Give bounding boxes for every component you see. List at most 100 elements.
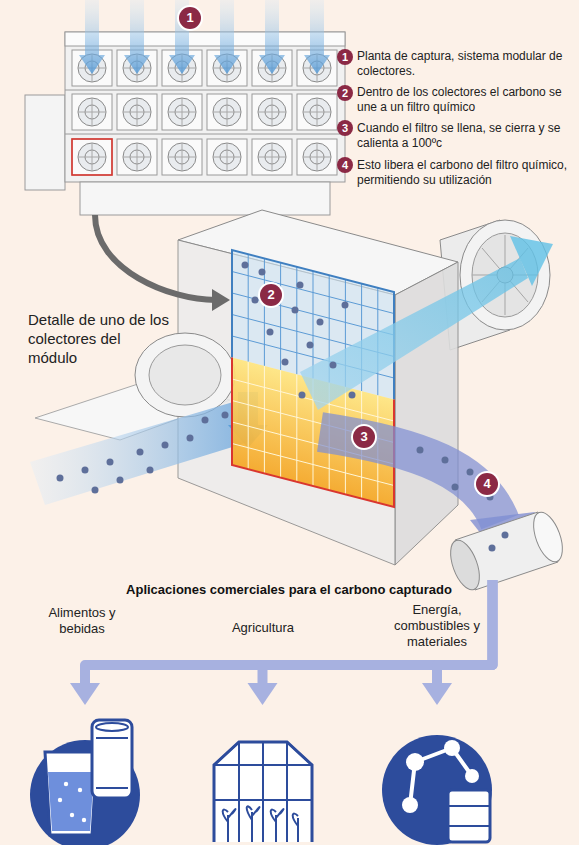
greenhouse-frame [214,742,312,842]
carbon-dot [57,475,64,482]
inlet-fan [149,345,221,405]
legend-number: 1 [337,49,353,65]
carbon-dot [187,435,194,442]
carbon-dot [317,319,324,326]
legend-text: Cuando el filtro se llena, se cierra y s… [357,121,572,151]
air-stream-out [300,258,528,410]
carbon-dot [502,532,509,539]
pipe-opening [528,508,568,565]
carbon-dot [417,447,424,454]
application-label: Alimentos y bebidas [37,605,127,637]
barrel [448,790,490,842]
collector-detail: Detalle de uno de los colectores del mód… [230,235,395,520]
inlet-fan-drum [135,333,235,417]
bubble [64,782,68,786]
air-inflow [79,0,330,74]
legend-number: 3 [337,120,353,136]
arrow-head [70,683,100,705]
greenhouse-icon [214,742,312,842]
carbon-dot [82,467,89,474]
collector-cell [252,94,292,130]
collector-cell [117,94,157,130]
air-arrow [304,0,330,74]
legend-number: 2 [337,85,353,101]
bubble [70,813,74,817]
legend-text: Planta de captura, sistema modular de co… [357,49,572,79]
molecule-atom [406,753,424,771]
carbon-dot [330,362,337,369]
section-heading: Aplicaciones comerciales para el carbono… [64,582,514,598]
carbon-dot [162,442,169,449]
carbon-dot [92,487,99,494]
molecule-atom [444,740,460,756]
bubble [82,818,86,822]
can-rim [96,738,128,788]
collector-cell [207,94,247,130]
glass [45,752,97,835]
molecule-atom [402,797,418,813]
application-icon: Alimentos y bebidas [30,705,140,845]
carbon-dot [252,297,259,304]
application-label: Agricultura [208,620,318,636]
plant-base [80,182,330,215]
detail-caption: Detalle de uno de los colectores del mód… [28,310,173,367]
collector-cell [297,94,337,130]
connector [70,580,493,705]
application-icon: Energía, combustibles y materiales [382,705,492,845]
carbon-particles [57,262,509,552]
collector-cell [162,94,202,130]
greenhouse [214,742,312,842]
collector-cell [252,139,292,175]
collector-cell [162,139,202,175]
carbon-dot [267,329,274,336]
capture-plant-module: 1 [20,30,345,215]
icon-disc [382,735,492,845]
bubble [78,788,82,792]
carbon-dot [137,449,144,456]
callout-number: 4 [476,473,498,495]
carbon-dot [489,545,496,552]
top-rail [65,32,345,46]
energy-materials-icon [382,735,492,845]
carbon-dot [299,392,306,399]
callout-number: 3 [353,426,375,448]
bubbles [58,782,86,822]
application-label: Energía, combustibles y materiales [382,602,492,650]
callout-number: 1 [179,7,201,29]
collector-cell [72,94,112,130]
arrow-head [212,289,230,311]
air-arrow [79,0,105,74]
connector [95,215,230,311]
carbon-dot [292,307,299,314]
side-annex [25,95,65,190]
collector-cell [117,139,157,175]
collector-illustration [30,210,568,594]
carbon-stream [320,432,500,522]
can [92,720,132,798]
collector-cell [207,139,247,175]
carbon-dot [342,302,349,309]
plant-frame [65,32,345,182]
application-icon: Agricultura [205,705,320,845]
connector [248,580,493,705]
carbon-dot [307,342,314,349]
outlet-pipe: 4 [445,510,540,580]
carbon-dot [107,459,114,466]
air-arrow [124,0,150,74]
molecule-atom [465,769,479,783]
air-stream-in [30,400,255,505]
connector-line [95,215,216,300]
carbon-dot [467,469,474,476]
carbon-dot [202,417,209,424]
carbon-dot [442,457,449,464]
legend-text: Dentro de los colectores el carbono se u… [357,85,572,115]
carbon-dot [282,359,289,366]
air-arrow [259,0,285,74]
legend-text: Esto libera el carbono del filtro químic… [357,158,572,188]
highlight-box [72,139,112,175]
carbon-dot [147,467,154,474]
air-arrow [214,0,240,74]
bubble [58,798,62,802]
collector-cell [72,139,112,175]
